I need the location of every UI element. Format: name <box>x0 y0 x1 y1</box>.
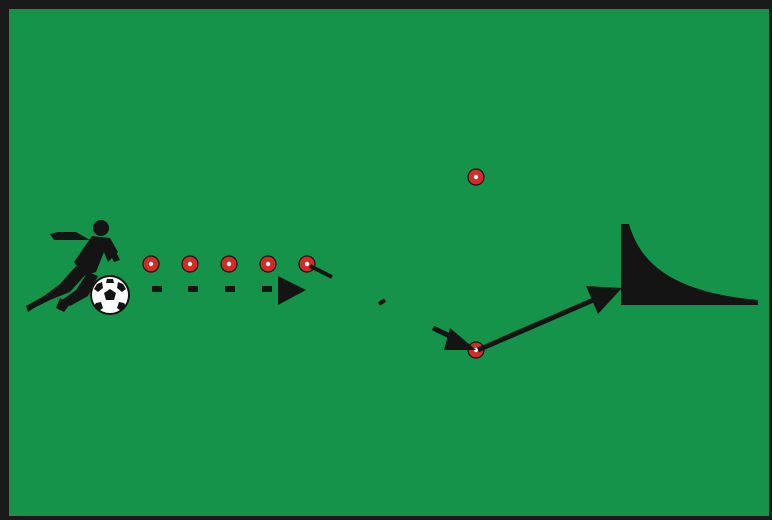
soccer-ball-icon <box>91 276 129 314</box>
pitch-field <box>9 9 769 516</box>
cone <box>468 169 484 185</box>
cone <box>143 256 159 272</box>
cone <box>182 256 198 272</box>
cone <box>221 256 237 272</box>
cone <box>260 256 276 272</box>
cone <box>299 256 315 272</box>
